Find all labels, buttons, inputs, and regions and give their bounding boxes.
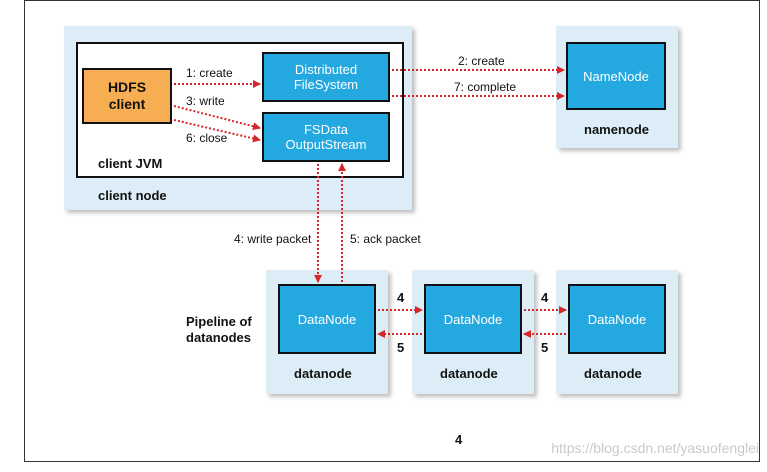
pipeline-label-line2: datanodes: [186, 330, 252, 345]
edge-label-create-2: 2: create: [458, 54, 505, 68]
edge-label-pipe-fwd-1: 4: [397, 290, 405, 305]
edge-label-create-1: 1: create: [186, 66, 233, 80]
arrow-close-6: [173, 119, 261, 143]
client-node-label: client node: [98, 188, 167, 203]
dfs-line1: Distributed: [294, 62, 358, 77]
hdfs-client-line1: HDFS: [107, 79, 147, 95]
pipeline-label-line1: Pipeline of: [186, 314, 252, 329]
page-number: 4: [455, 432, 463, 447]
hdfs-client-line2: client: [108, 96, 146, 112]
fsdata-line1: FSData: [303, 122, 349, 137]
dfs-line2: FileSystem: [293, 77, 359, 92]
fsdata-line2: OutputStream: [285, 137, 367, 152]
edge-label-pipe-back-2: 5: [541, 340, 549, 355]
datanode-box-2-label: DataNode: [443, 311, 503, 327]
datanode-box-1-label: DataNode: [297, 311, 357, 327]
datanode-box-2: DataNode: [424, 284, 522, 354]
hdfs-client-box: HDFS client: [82, 68, 172, 124]
datanode-box-1: DataNode: [278, 284, 376, 354]
edge-label-ack-packet: 5: ack packet: [350, 232, 421, 246]
watermark: https://blog.csdn.net/yasuofenglei: [551, 440, 759, 456]
datanode-box-3: DataNode: [568, 284, 666, 354]
datanode-label-3: datanode: [584, 366, 642, 381]
namenode-label: namenode: [584, 122, 650, 137]
edge-label-pipe-fwd-2: 4: [541, 290, 549, 305]
namenode-box-label: NameNode: [583, 68, 649, 84]
namenode-box: NameNode: [566, 42, 666, 110]
datanode-label-2: datanode: [440, 366, 498, 381]
edge-label-write-3: 3: write: [186, 94, 225, 108]
edge-label-write-packet: 4: write packet: [234, 232, 312, 246]
edge-label-close-6: 6: close: [186, 131, 228, 145]
datanode-box-3-label: DataNode: [587, 311, 647, 327]
distributed-filesystem-box: Distributed FileSystem: [262, 52, 390, 102]
edge-label-pipe-back-1: 5: [397, 340, 405, 355]
arrow-write-3: [173, 105, 261, 131]
fsdata-outputstream-box: FSData OutputStream: [262, 112, 390, 162]
client-jvm-label: client JVM: [98, 156, 163, 171]
datanode-label-1: datanode: [294, 366, 352, 381]
edge-label-complete-7: 7: complete: [454, 80, 517, 94]
